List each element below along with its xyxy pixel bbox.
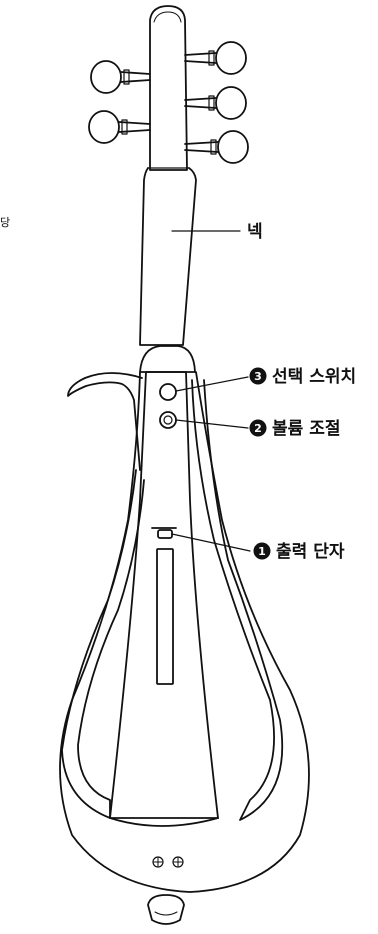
callout-number-1: 1 [258, 545, 266, 558]
left-peg-1 [91, 61, 150, 93]
label-selector-switch: 선택 스위치 [272, 367, 356, 387]
right-peg-3 [185, 131, 248, 163]
label-neck: 넥 [247, 222, 263, 242]
tailpiece [148, 895, 184, 924]
callout-volume-control: 2 볼륨 조절 [250, 418, 341, 439]
pegbox [150, 6, 187, 170]
inner-frame-left [62, 470, 144, 818]
label-output-jack: 출력 단자 [276, 542, 345, 562]
volume-knob [160, 412, 176, 428]
pickup-slot [157, 549, 173, 684]
label-volume-control: 볼륨 조절 [272, 418, 340, 439]
callout-number-2: 2 [254, 422, 262, 435]
neck-heel [140, 346, 195, 372]
output-jack [158, 530, 172, 538]
right-peg-2 [185, 87, 246, 119]
pegbox-inner [154, 12, 181, 22]
right-peg-1 [185, 42, 246, 74]
lower-bout-curve [110, 818, 218, 826]
screw-right [173, 857, 183, 867]
callout-selector-switch: 3 선택 스위치 [250, 367, 357, 387]
edge-text-fragment: 당 [0, 216, 10, 229]
screw-left [153, 857, 163, 867]
center-plate [110, 372, 218, 818]
callout-output-jack: 1 출력 단자 [254, 542, 345, 562]
selector-switch-knob [160, 384, 176, 400]
left-peg-2 [89, 111, 150, 143]
output-leader-line [172, 534, 250, 551]
body-outline [60, 372, 309, 892]
neck [140, 168, 196, 345]
chin-rest-hook [68, 373, 142, 470]
inner-frame-right [192, 380, 282, 820]
callout-number-3: 3 [254, 370, 262, 383]
